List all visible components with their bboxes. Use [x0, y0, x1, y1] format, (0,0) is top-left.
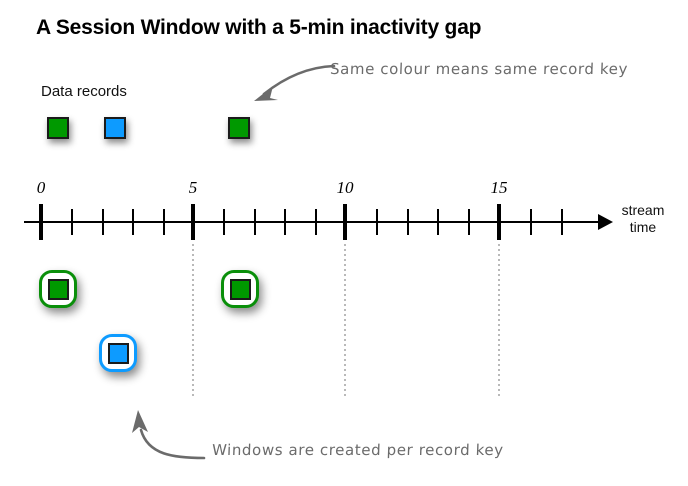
axis-title-line-1: stream [621, 202, 665, 218]
window-inner-square [107, 342, 129, 364]
axis-title-stream-time: stream time [612, 202, 674, 236]
data-records-label: Data records [41, 83, 127, 100]
annotation-arrow-bottom [132, 410, 206, 460]
session-window-record [99, 334, 137, 372]
session-window-record [39, 270, 77, 308]
axis-minor-tick [561, 209, 563, 235]
data-record-square [47, 117, 69, 139]
axis-minor-tick [254, 209, 256, 235]
stream-time-axis [24, 221, 602, 223]
annotation-arrow-top [254, 64, 336, 101]
axis-arrowhead-icon [598, 214, 613, 230]
axis-tick-label-10: 10 [336, 178, 354, 197]
axis-major-tick [39, 204, 43, 240]
window-inner-square [47, 278, 69, 300]
annotation-windows-per-key: Windows are created per record key [211, 441, 505, 459]
guide-line-10 [344, 244, 346, 396]
axis-minor-tick [407, 209, 409, 235]
axis-tick-label-5: 5 [188, 178, 198, 197]
guide-line-5 [192, 244, 194, 396]
axis-minor-tick [315, 209, 317, 235]
axis-major-tick [343, 204, 347, 240]
axis-minor-tick [223, 209, 225, 235]
window-inner-square [229, 278, 251, 300]
axis-minor-tick [132, 209, 134, 235]
axis-minor-tick [71, 209, 73, 235]
axis-minor-tick [437, 209, 439, 235]
axis-title-line-2: time [629, 219, 657, 235]
session-window-record [221, 270, 259, 308]
axis-minor-tick [284, 209, 286, 235]
data-record-square [104, 117, 126, 139]
axis-minor-tick [376, 209, 378, 235]
axis-minor-tick [530, 209, 532, 235]
axis-minor-tick [468, 209, 470, 235]
page-title: A Session Window with a 5-min inactivity… [36, 16, 482, 39]
axis-tick-label-0: 0 [36, 178, 46, 197]
axis-minor-tick [163, 209, 165, 235]
annotation-same-colour: Same colour means same record key [329, 60, 629, 78]
axis-major-tick [191, 204, 195, 240]
axis-major-tick [497, 204, 501, 240]
data-record-square [228, 117, 250, 139]
axis-minor-tick [102, 209, 104, 235]
axis-tick-label-15: 15 [490, 178, 508, 197]
guide-line-15 [498, 244, 500, 396]
